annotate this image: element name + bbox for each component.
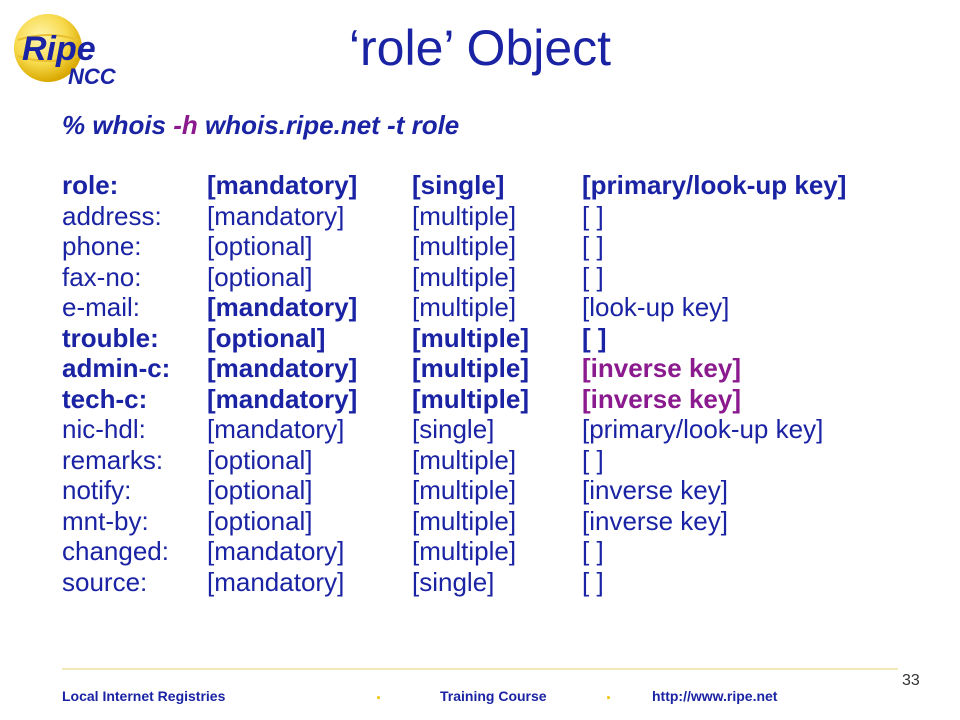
whois-command: % whois -h whois.ripe.net -t role	[62, 110, 459, 141]
attribute-multiplicity: [multiple]	[412, 475, 517, 505]
attribute-key-type: [inverse key]	[582, 505, 728, 536]
attribute-multiplicity: [single]	[412, 414, 495, 444]
footer-divider	[62, 668, 898, 670]
attribute-name: phone:	[62, 231, 142, 261]
command-rest: whois.ripe.net -t role	[197, 110, 460, 140]
attribute-row: changed: [mandatory] [multiple] [ ]	[62, 536, 942, 567]
attribute-row: e-mail: [mandatory] [multiple] [look-up key…	[62, 292, 942, 323]
attribute-list: role: [mandatory] [single] [primary/look-up…	[62, 170, 942, 597]
attribute-row: trouble: [optional] [multiple] [ ]	[62, 323, 942, 354]
attribute-name: role:	[62, 170, 119, 200]
footer-left-text: Local Internet Registries	[62, 688, 226, 704]
attribute-status: [mandatory]	[207, 200, 345, 231]
footer-separator: .	[376, 683, 382, 703]
attribute-status: [optional]	[207, 444, 313, 475]
attribute-status: [optional]	[207, 475, 313, 505]
attribute-multiplicity: [multiple]	[412, 353, 529, 383]
attribute-multiplicity: [multiple]	[412, 383, 529, 414]
attribute-status: [mandatory]	[207, 536, 345, 566]
attribute-key-type: [ ]	[582, 200, 604, 231]
attribute-key-type: [primary/look-up key]	[582, 414, 824, 444]
footer-url[interactable]: http://www.ripe.net	[652, 688, 778, 704]
attribute-multiplicity: [single]	[412, 170, 505, 200]
attribute-name: nic-hdl:	[62, 414, 146, 444]
attribute-status: [optional]	[207, 231, 313, 261]
attribute-key-type: [primary/look-up key]	[582, 170, 847, 200]
attribute-row: address: [mandatory] [multiple] [ ]	[62, 201, 942, 232]
command-flag: -h	[173, 110, 198, 140]
attribute-key-type: [ ]	[582, 444, 604, 475]
attribute-multiplicity: [single]	[412, 566, 495, 597]
footer-middle-text: Training Course	[440, 688, 547, 704]
attribute-row: fax-no: [optional] [multiple] [ ]	[62, 262, 942, 293]
attribute-row: phone: [optional] [multiple] [ ]	[62, 231, 942, 262]
attribute-status: [mandatory]	[207, 383, 358, 414]
logo-sub-text: NCC	[68, 64, 117, 88]
attribute-multiplicity: [multiple]	[412, 444, 517, 475]
attribute-row: notify: [optional] [multiple] [inverse key]	[62, 475, 942, 506]
attribute-status: [mandatory]	[207, 292, 358, 322]
attribute-row: nic-hdl: [mandatory] [single] [primary/look…	[62, 414, 942, 445]
attribute-status: [optional]	[207, 322, 326, 353]
attribute-key-type: [look-up key]	[582, 292, 730, 322]
attribute-multiplicity: [multiple]	[412, 261, 517, 292]
attribute-multiplicity: [multiple]	[412, 231, 517, 261]
attribute-status: [mandatory]	[207, 414, 345, 444]
attribute-status: [mandatory]	[207, 566, 345, 597]
attribute-row: role: [mandatory] [single] [primary/look-up…	[62, 170, 942, 201]
attribute-multiplicity: [multiple]	[412, 536, 517, 566]
attribute-key-type: [ ]	[582, 231, 604, 261]
attribute-status: [optional]	[207, 261, 313, 292]
attribute-row: remarks: [optional] [multiple] [ ]	[62, 445, 942, 476]
attribute-multiplicity: [multiple]	[412, 322, 529, 353]
attribute-row: mnt-by: [optional] [multiple] [inverse key]	[62, 506, 942, 537]
attribute-key-type: [ ]	[582, 261, 604, 292]
attribute-multiplicity: [multiple]	[412, 505, 517, 536]
attribute-name: address:	[62, 200, 162, 231]
logo-main-text: Ripe	[22, 30, 96, 68]
attribute-key-type: [ ]	[582, 322, 607, 353]
attribute-multiplicity: [multiple]	[412, 292, 517, 322]
attribute-name: trouble:	[62, 322, 159, 353]
attribute-status: [mandatory]	[207, 353, 358, 383]
attribute-name: remarks:	[62, 444, 164, 475]
attribute-key-type: [inverse key]	[582, 475, 728, 505]
attribute-name: e-mail:	[62, 292, 141, 322]
attribute-key-type: [ ]	[582, 566, 604, 597]
attribute-key-type: [ ]	[582, 536, 604, 566]
ripe-ncc-logo: Ripe NCC	[8, 10, 128, 89]
attribute-row: admin-c: [mandatory] [multiple] [inverse ke…	[62, 353, 942, 384]
attribute-name: mnt-by:	[62, 505, 149, 536]
attribute-multiplicity: [multiple]	[412, 200, 517, 231]
attribute-key-type: [inverse key]	[582, 383, 741, 414]
page-title: ‘role’ Object	[348, 20, 612, 76]
footer-separator: .	[606, 683, 612, 703]
attribute-key-type: [inverse key]	[582, 353, 741, 383]
attribute-name: notify:	[62, 475, 132, 505]
attribute-name: admin-c:	[62, 353, 171, 383]
command-prefix: % whois	[62, 110, 174, 140]
attribute-row: source: [mandatory] [single] [ ]	[62, 567, 942, 598]
attribute-status: [mandatory]	[207, 170, 358, 200]
attribute-status: [optional]	[207, 505, 313, 536]
page-number: 33	[902, 672, 920, 689]
attribute-name: changed:	[62, 536, 169, 566]
attribute-name: tech-c:	[62, 383, 148, 414]
attribute-row: tech-c: [mandatory] [multiple] [inverse key…	[62, 384, 942, 415]
attribute-name: source:	[62, 566, 148, 597]
attribute-name: fax-no:	[62, 261, 142, 292]
